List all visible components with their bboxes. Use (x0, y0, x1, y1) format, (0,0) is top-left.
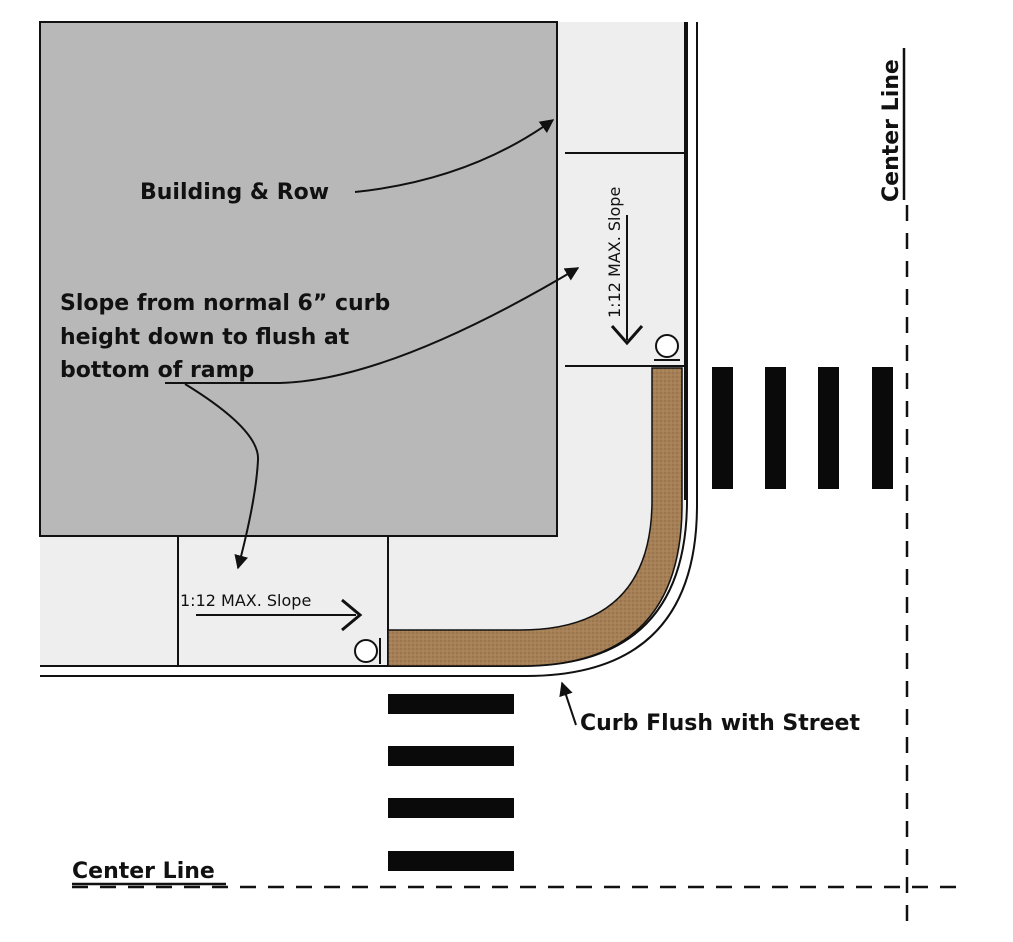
detectable-warning-vertical (654, 334, 680, 361)
slope-note-line2: height down to flush at (60, 325, 350, 350)
crosswalk-south (388, 694, 514, 871)
center-line-horizontal-label: Center Line (72, 859, 215, 884)
ramp-slope-vertical-label: 1:12 MAX. Slope (605, 187, 624, 318)
crosswalk-bar (712, 367, 733, 489)
crosswalk-bar (388, 798, 514, 818)
crosswalk-bar (388, 746, 514, 766)
slope-note-leader-down (184, 383, 260, 570)
building-row-leader (354, 119, 555, 193)
curb-ramp (387, 367, 683, 667)
crosswalk-bar (765, 367, 786, 489)
ramp-slope-horizontal-arrow (341, 598, 363, 632)
curb-flush-leader (559, 681, 577, 726)
slope-note-leader-up (165, 267, 580, 384)
crosswalk-east (712, 367, 893, 489)
detectable-warning-horizontal (354, 638, 381, 664)
crosswalk-bar (818, 367, 839, 489)
slope-note-line1: Slope from normal 6” curb (60, 291, 390, 316)
crosswalk-bar (872, 367, 893, 489)
building-block (39, 21, 558, 537)
crosswalk-bar (388, 851, 514, 871)
crosswalk-bar (388, 694, 514, 714)
building-row-label: Building & Row (140, 180, 329, 205)
curb-flush-label: Curb Flush with Street (580, 711, 860, 736)
ramp-slope-horizontal-label: 1:12 MAX. Slope (180, 591, 311, 610)
center-line-vertical-label: Center Line (879, 59, 904, 202)
slope-note-line3: bottom of ramp (60, 358, 254, 383)
ramp-slope-vertical-arrow (610, 325, 644, 346)
